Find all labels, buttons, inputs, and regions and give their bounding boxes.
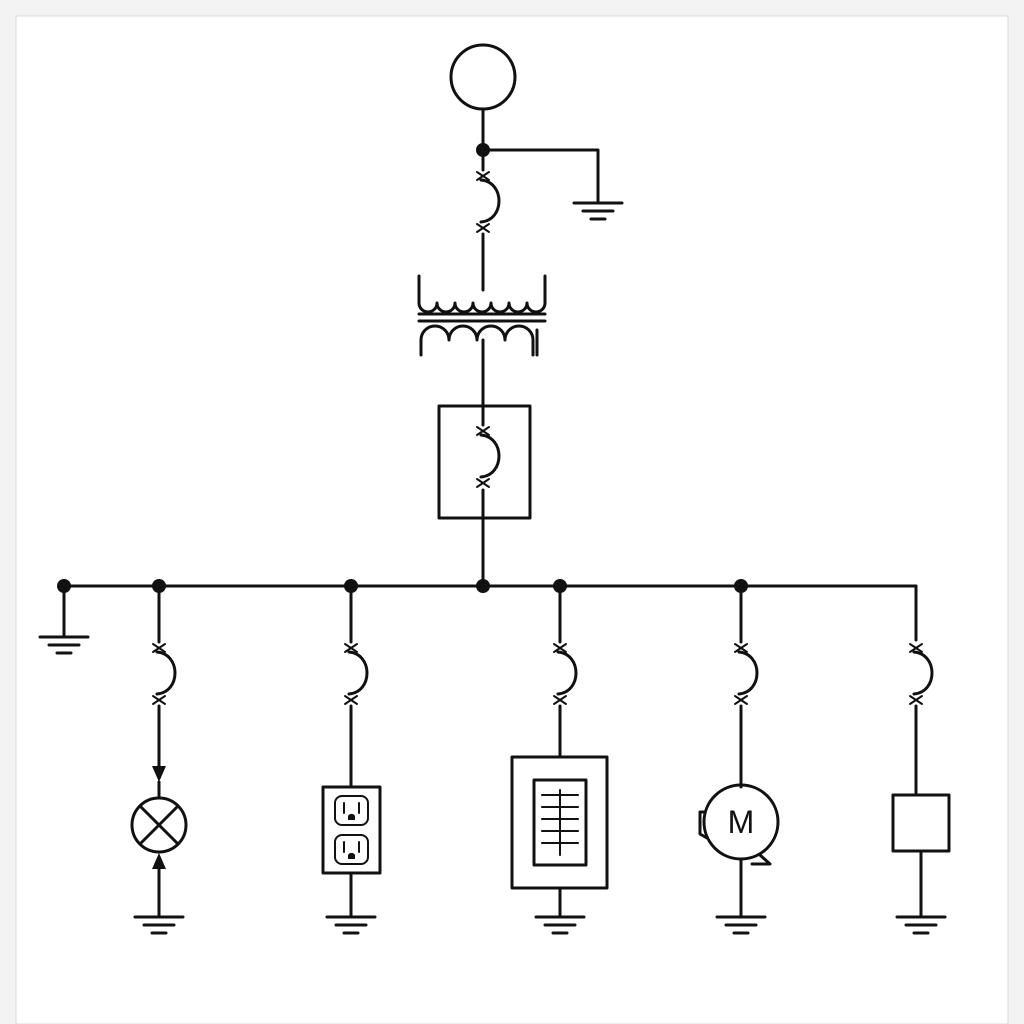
lamp-icon (130, 796, 188, 854)
lamp-ground-lead (152, 853, 166, 919)
source-ground-lead (481, 148, 600, 205)
branch-lamp (151, 584, 177, 799)
transformer-icon (417, 274, 547, 357)
branch-outlet (343, 584, 369, 789)
branch-panel (552, 584, 578, 759)
motor-label: M (728, 804, 755, 840)
branch-motor (733, 584, 759, 789)
branch-box (908, 642, 934, 797)
